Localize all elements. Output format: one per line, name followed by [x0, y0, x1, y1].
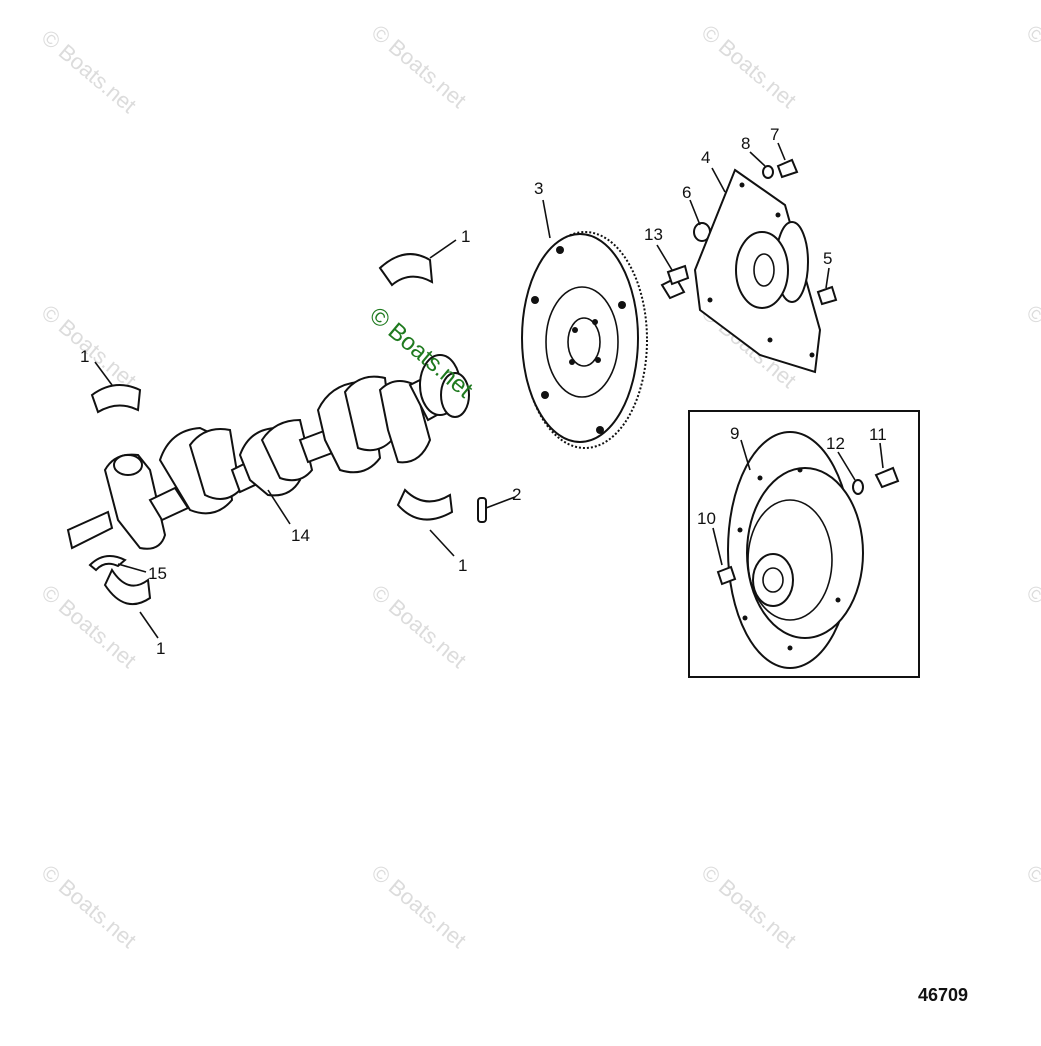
bearing-lower-left [103, 567, 152, 606]
callout-label: 9 [730, 424, 739, 443]
bolt-11 [874, 466, 900, 489]
callout-label: 3 [534, 179, 543, 198]
watermark: © Boats.net [1022, 300, 1041, 393]
washer-8 [762, 165, 774, 179]
callout-label: 1 [80, 347, 89, 366]
watermark: © Boats.net [697, 860, 801, 953]
callout-label: 13 [644, 225, 663, 244]
callout-label: 14 [291, 526, 310, 545]
callout-label: 7 [770, 125, 779, 144]
watermark: © Boats.net [367, 580, 471, 673]
watermark: © Boats.net [1022, 20, 1041, 113]
bolt-10 [716, 565, 737, 586]
callout-label: 1 [458, 556, 467, 575]
callout-label: 2 [512, 485, 521, 504]
callout-label: 10 [697, 509, 716, 528]
callout-labels: 1 1 1 1 1 2 3 4 5 6 7 8 9 10 11 12 13 14… [80, 125, 887, 658]
watermark: © Boats.net [1022, 580, 1041, 673]
callout-label: 4 [701, 148, 710, 167]
bearing-upper [378, 253, 434, 287]
watermark: © Boats.net [367, 20, 471, 113]
damper-plate [727, 431, 864, 669]
watermark: © Boats.net [1022, 860, 1041, 953]
watermark: © Boats.net [37, 860, 141, 953]
bolt-7 [776, 158, 799, 179]
callout-label: 11 [869, 425, 887, 444]
bearing-left [90, 384, 142, 414]
diagram-id: 46709 [918, 985, 968, 1005]
leader-lines [94, 142, 884, 639]
bolt-13 [660, 264, 690, 300]
callout-label: 1 [461, 227, 470, 246]
watermark: © Boats.net [37, 25, 141, 118]
dowel-pin [477, 497, 487, 523]
crankshaft [66, 354, 470, 550]
thrust-washer [88, 555, 127, 572]
watermark: © Boats.net [697, 20, 801, 113]
callout-label: 12 [826, 434, 845, 453]
coupler-plate [693, 168, 822, 374]
watermark: © Boats.net [367, 860, 471, 953]
bearing-lower-center [396, 488, 454, 521]
callout-label: 8 [741, 134, 750, 153]
callout-label: 1 [156, 639, 165, 658]
bolt-5 [816, 285, 838, 306]
callout-label: 15 [148, 564, 167, 583]
callout-label: 6 [682, 183, 691, 202]
callout-label: 5 [823, 249, 832, 268]
flywheel [521, 231, 648, 449]
washer-12 [852, 479, 864, 495]
